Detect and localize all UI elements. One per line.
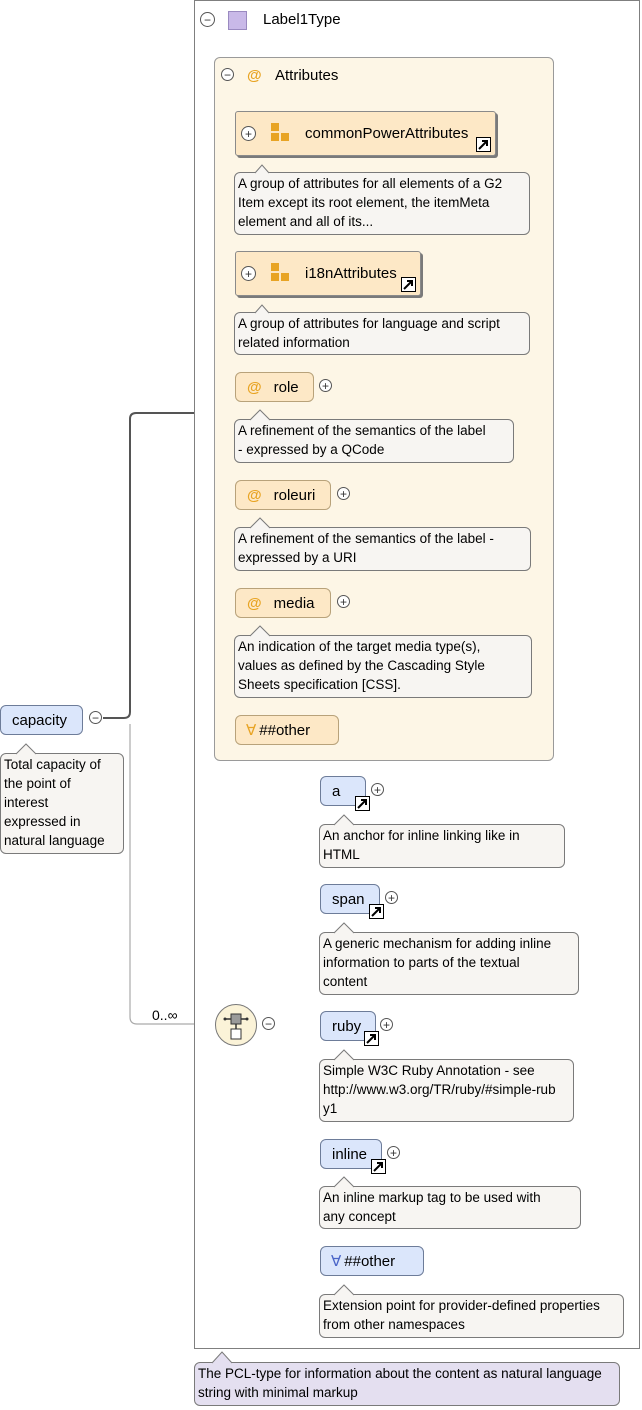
expand-icon[interactable]: + [371, 783, 384, 796]
link-arrow-icon[interactable] [371, 1159, 386, 1174]
link-arrow-icon[interactable] [364, 1031, 379, 1046]
attribute-group-commonPowerAttributes[interactable]: + commonPowerAttributes [235, 111, 496, 156]
complex-type-icon [228, 11, 247, 30]
expand-icon[interactable]: + [319, 379, 332, 392]
expand-icon[interactable]: + [380, 1018, 393, 1031]
link-arrow-icon[interactable] [401, 277, 416, 292]
element-label: capacity [12, 711, 68, 729]
attributes-title: Attributes [275, 67, 339, 84]
attribute-group-icon [271, 122, 289, 141]
element-capacity[interactable]: capacity [0, 705, 83, 735]
attribute-icon: @ [247, 378, 262, 396]
annotation: Extension point for provider-defined pro… [319, 1294, 624, 1338]
any-attribute[interactable]: ∀ ##other [235, 715, 339, 745]
expand-icon[interactable]: + [241, 266, 256, 281]
element-label: a [332, 782, 341, 800]
link-arrow-icon[interactable] [369, 904, 384, 919]
attribute-icon: @ [247, 594, 262, 612]
element-label: span [332, 890, 365, 908]
type-collapse-icon[interactable]: − [200, 12, 215, 27]
expand-icon[interactable]: + [387, 1146, 400, 1159]
attribute-role[interactable]: @ role [235, 372, 314, 402]
annotation: A refinement of the semantics of the lab… [234, 419, 514, 463]
attribute-label: role [273, 378, 299, 396]
element-label: inline [332, 1145, 368, 1163]
multiplicity-label: 0..∞ [152, 1007, 178, 1023]
expand-icon[interactable]: + [337, 487, 350, 500]
annotation: A refinement of the semantics of the lab… [234, 527, 531, 571]
link-arrow-icon[interactable] [476, 137, 491, 152]
attribute-media[interactable]: @ media [235, 588, 331, 618]
attribute-label: media [273, 594, 315, 612]
element-label: ruby [332, 1017, 362, 1035]
collapse-icon[interactable]: − [262, 1017, 275, 1030]
element-ruby[interactable]: ruby [320, 1011, 376, 1041]
any-icon: ∀ [331, 1253, 342, 1270]
attributes-collapse-icon[interactable]: − [221, 68, 234, 81]
attribute-icon: @ [247, 486, 262, 504]
link-arrow-icon[interactable] [355, 796, 370, 811]
attribute-group-i18nAttributes[interactable]: + i18nAttributes [235, 251, 421, 296]
expand-icon[interactable]: + [337, 595, 350, 608]
sequence-compositor-icon[interactable] [215, 1004, 257, 1046]
attribute-roleuri[interactable]: @ roleuri [235, 480, 331, 510]
any-icon: ∀ [246, 722, 257, 739]
any-label: ##other [259, 721, 311, 739]
group-label: i18nAttributes [305, 265, 397, 282]
expand-icon[interactable]: + [385, 891, 398, 904]
annotation: An indication of the target media type(s… [234, 635, 532, 698]
annotation: A group of attributes for language and s… [234, 312, 530, 355]
type-annotation: The PCL-type for information about the c… [194, 1362, 620, 1406]
any-label: ##other [344, 1252, 396, 1270]
type-title: Label1Type [263, 11, 341, 28]
attributes-at-icon: @ [247, 67, 262, 84]
collapse-icon[interactable]: − [89, 711, 102, 724]
group-label: commonPowerAttributes [305, 125, 469, 142]
annotation: A group of attributes for all elements o… [234, 172, 530, 235]
attribute-label: roleuri [273, 486, 316, 504]
any-element[interactable]: ∀ ##other [320, 1246, 424, 1276]
attribute-group-icon [271, 262, 289, 281]
expand-icon[interactable]: + [241, 126, 256, 141]
